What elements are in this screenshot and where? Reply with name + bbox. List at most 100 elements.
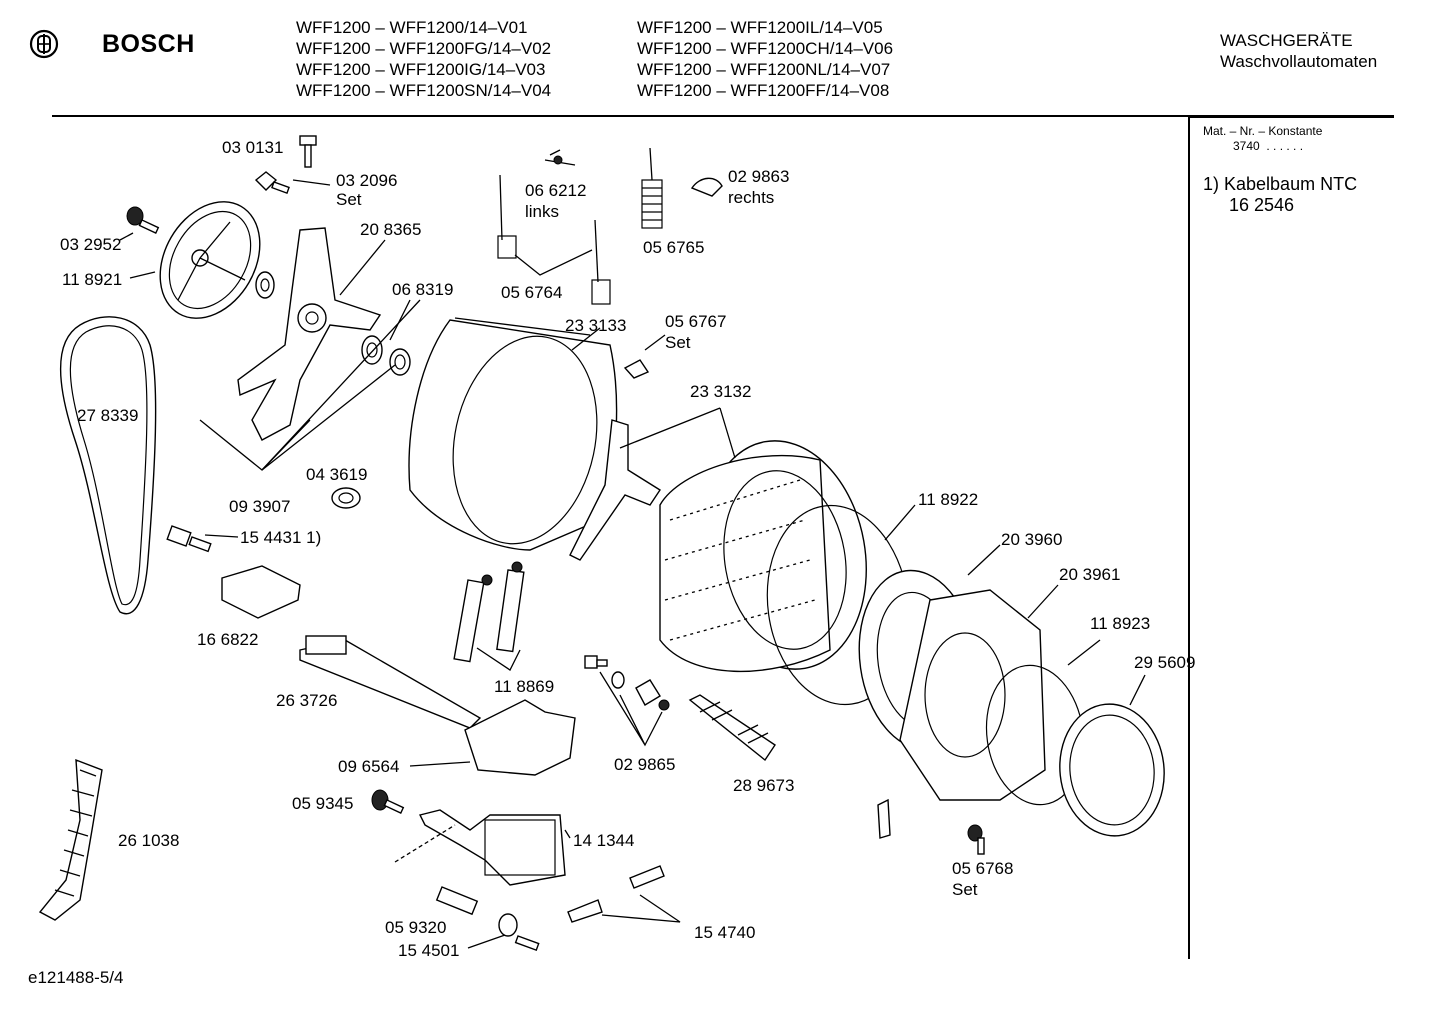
part-label-029863-rechts: rechts xyxy=(728,188,774,207)
screw-059345[interactable] xyxy=(371,789,405,814)
footnote: 1) Kabelbaum NTC 16 2546 xyxy=(1203,174,1357,216)
drum-cross-233132[interactable] xyxy=(569,419,661,561)
part-label-032096: 03 2096 xyxy=(336,171,397,190)
shock-absorbers-118869[interactable] xyxy=(453,561,525,663)
screw-030131[interactable] xyxy=(299,135,317,168)
part-label-278339: 27 8339 xyxy=(77,406,138,425)
part-label-056767-set: Set xyxy=(665,333,691,352)
category-line-1: WASCHGERÄTE xyxy=(1220,31,1353,50)
brand: BOSCH xyxy=(28,26,195,62)
part-label-056767: 05 6767 xyxy=(665,312,726,331)
bracket-029863[interactable] xyxy=(690,177,723,197)
cover-096564[interactable] xyxy=(464,699,576,776)
part-label-118921: 11 8921 xyxy=(62,270,122,289)
header-divider xyxy=(52,115,1394,117)
sidebar-divider xyxy=(1188,117,1190,959)
drawing-code: e121488-5/4 xyxy=(28,968,124,987)
drum-233132[interactable] xyxy=(659,428,884,682)
model-line: WFF1200 – WFF1200FG/14–V02 xyxy=(296,39,552,58)
part-label-203961: 20 3961 xyxy=(1059,565,1120,584)
washer-154501[interactable] xyxy=(498,913,540,951)
spring-056764[interactable] xyxy=(497,174,611,305)
part-label-029865: 02 9865 xyxy=(614,755,675,774)
model-line: WFF1200 – WFF1200FF/14–V08 xyxy=(637,81,890,100)
hardware-029865[interactable] xyxy=(584,655,670,711)
leader-lines xyxy=(119,179,1146,949)
model-line: WFF1200 – WFF1200SN/14–V04 xyxy=(296,81,552,100)
bosch-armature-icon xyxy=(29,29,59,59)
model-line: WFF1200 – WFF1200IG/14–V03 xyxy=(296,60,546,79)
part-label-166822: 16 6822 xyxy=(197,630,258,649)
module-166822[interactable] xyxy=(221,565,301,619)
material-constant-dots: . . . . . . xyxy=(1266,139,1304,153)
part-label-056765: 05 6765 xyxy=(643,238,704,257)
model-line: WFF1200 – WFF1200CH/14–V06 xyxy=(637,39,894,58)
part-labels: 03 0131 03 2096 Set 03 2952 11 8921 20 8… xyxy=(60,138,1195,960)
heater-263726[interactable] xyxy=(299,635,482,729)
part-label-056764: 05 6764 xyxy=(501,283,562,302)
part-label-093907: 09 3907 xyxy=(229,497,290,516)
screw-032952[interactable] xyxy=(126,206,160,234)
part-label-154740: 15 4740 xyxy=(694,923,755,942)
sensor-154431[interactable] xyxy=(166,525,212,553)
part-label-066212: 06 6212 xyxy=(525,181,586,200)
part-label-059345: 05 9345 xyxy=(292,794,353,813)
pulley-118921[interactable] xyxy=(140,184,280,336)
ring-295609[interactable] xyxy=(1053,699,1170,841)
belt-278339[interactable] xyxy=(59,316,157,615)
spring-056765[interactable] xyxy=(641,147,663,229)
brand-name: BOSCH xyxy=(102,29,195,58)
part-label-154501: 15 4501 xyxy=(398,941,459,960)
material-constant: Mat. – Nr. – Konstante 3740 . . . . . . xyxy=(1203,124,1322,154)
sidebar-top-rule xyxy=(1190,117,1394,118)
part-label-030131: 03 0131 xyxy=(222,138,283,157)
part-label-118922: 11 8922 xyxy=(918,490,978,509)
clip-056767[interactable] xyxy=(623,359,650,379)
tube-289673[interactable] xyxy=(688,694,776,762)
clip-056768[interactable] xyxy=(877,798,985,855)
bearing-small[interactable] xyxy=(255,271,275,299)
part-label-066212-links: links xyxy=(525,202,559,221)
footnote-number: 16 2546 xyxy=(1229,195,1295,215)
brushes-154740[interactable] xyxy=(567,865,665,923)
part-label-233132: 23 3132 xyxy=(690,382,751,401)
part-label-056768-set: Set xyxy=(952,880,978,899)
part-label-043619: 04 3619 xyxy=(306,465,367,484)
material-constant-label: Mat. – Nr. – Konstante xyxy=(1203,124,1323,138)
model-line: WFF1200 – WFF1200/14–V01 xyxy=(296,18,528,37)
part-label-261038: 26 1038 xyxy=(118,831,179,850)
part-label-233133: 23 3133 xyxy=(565,316,626,335)
part-label-289673: 28 9673 xyxy=(733,776,794,795)
category-line-2: Waschvollautomaten xyxy=(1220,52,1378,71)
part-label-096564: 09 6564 xyxy=(338,757,399,776)
spring-066212[interactable] xyxy=(544,149,576,166)
cable-261038[interactable] xyxy=(38,758,103,921)
seal-093907[interactable] xyxy=(389,348,411,376)
model-list-left: WFF1200 – WFF1200/14–V01 WFF1200 – WFF12… xyxy=(296,17,551,101)
part-label-029863: 02 9863 xyxy=(728,167,789,186)
screw-032096[interactable] xyxy=(254,171,290,195)
part-label-056768: 05 6768 xyxy=(952,859,1013,878)
part-label-118869: 11 8869 xyxy=(494,677,554,696)
part-label-068319: 06 8319 xyxy=(392,280,453,299)
category-heading: WASCHGERÄTE Waschvollautomaten xyxy=(1220,30,1377,72)
part-label-203960: 20 3960 xyxy=(1001,530,1062,549)
model-line: WFF1200 – WFF1200NL/14–V07 xyxy=(637,60,891,79)
part-label-208365: 20 8365 xyxy=(360,220,421,239)
seal-043619[interactable] xyxy=(331,487,361,509)
part-label-118923: 11 8923 xyxy=(1090,614,1150,633)
tub-front-203961[interactable] xyxy=(899,589,1046,801)
model-list-right: WFF1200 – WFF1200IL/14–V05 WFF1200 – WFF… xyxy=(637,17,893,101)
part-label-263726: 26 3726 xyxy=(276,691,337,710)
drum-cross-208365[interactable] xyxy=(237,227,382,441)
model-line: WFF1200 – WFF1200IL/14–V05 xyxy=(637,18,883,37)
tub-rear-233133[interactable] xyxy=(408,317,618,557)
pin-059320[interactable] xyxy=(435,886,479,916)
part-label-032096-set: Set xyxy=(336,190,362,209)
motor-141344[interactable] xyxy=(418,809,566,886)
part-label-154431: 15 4431 1) xyxy=(240,528,321,547)
part-label-059320: 05 9320 xyxy=(385,918,446,937)
part-label-141344: 14 1344 xyxy=(573,831,634,850)
